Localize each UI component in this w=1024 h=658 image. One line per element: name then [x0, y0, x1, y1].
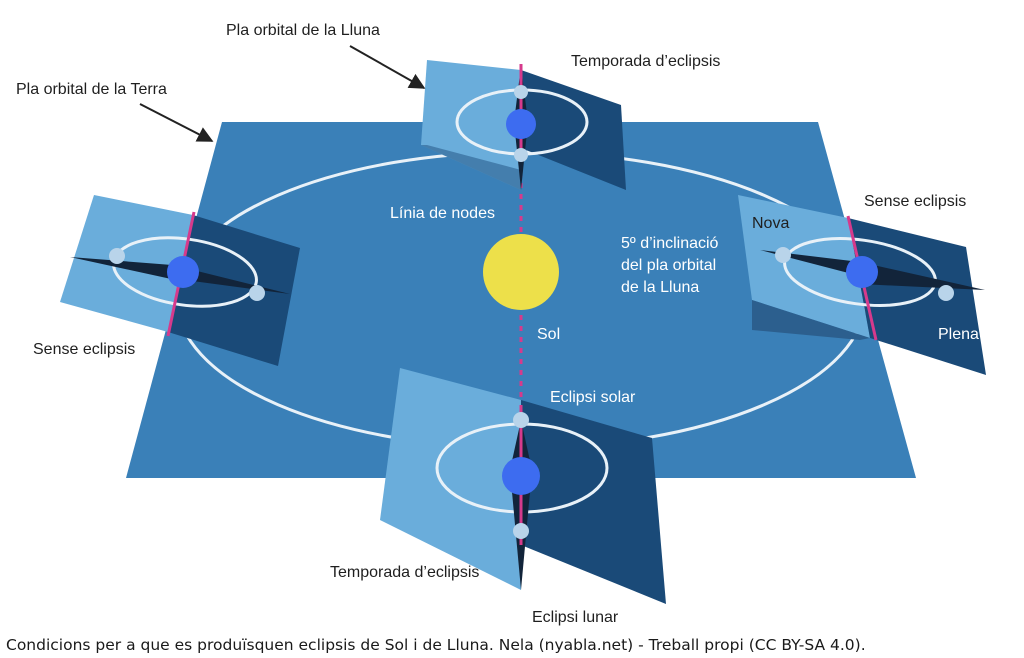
label-inclination-2: del pla orbital — [621, 257, 716, 274]
label-eclipse-season-top: Temporada d’eclipsis — [571, 53, 720, 70]
moon-plane-top — [421, 60, 626, 190]
label-node-line: Línia de nodes — [390, 205, 495, 222]
label-inclination-1: 5º d’inclinació — [621, 235, 719, 252]
label-full-moon: Plena — [938, 326, 979, 343]
label-inclination-3: de la Lluna — [621, 279, 699, 296]
moon-plane-right — [738, 195, 986, 375]
moon-left-far — [249, 285, 265, 301]
moon-plane-bottom — [380, 368, 666, 604]
label-lunar-eclipse: Eclipsi lunar — [532, 609, 619, 626]
figure-caption: Condicions per a que es produïsquen ecli… — [6, 636, 866, 654]
moon-bottom-lunar — [513, 523, 529, 539]
moon-top-far — [514, 148, 528, 162]
moon-top-near — [514, 85, 528, 99]
eclipse-conditions-diagram: Pla orbital de la Lluna Pla orbital de l… — [16, 22, 986, 626]
moon-left-near — [109, 248, 125, 264]
moon-bottom-solar — [513, 412, 529, 428]
arrow-moon-plane — [349, 45, 426, 89]
moon-right-new — [775, 247, 791, 263]
label-no-eclipse-left: Sense eclipsis — [33, 341, 135, 358]
label-eclipse-season-bottom: Temporada d’eclipsis — [330, 564, 479, 581]
moon-right-full — [938, 285, 954, 301]
label-earth-plane: Pla orbital de la Terra — [16, 81, 167, 98]
arrow-earth-plane — [139, 103, 214, 142]
earth-right — [846, 256, 878, 288]
label-no-eclipse-right: Sense eclipsis — [864, 193, 966, 210]
label-sun: Sol — [537, 326, 560, 343]
label-solar-eclipse: Eclipsi solar — [550, 389, 636, 406]
moon-plane-left — [60, 195, 300, 366]
sun — [483, 234, 559, 310]
earth-bottom — [502, 457, 540, 495]
earth-top — [506, 109, 536, 139]
label-new-moon: Nova — [752, 215, 789, 232]
label-moon-plane: Pla orbital de la Lluna — [226, 22, 380, 39]
earth-left — [167, 256, 199, 288]
